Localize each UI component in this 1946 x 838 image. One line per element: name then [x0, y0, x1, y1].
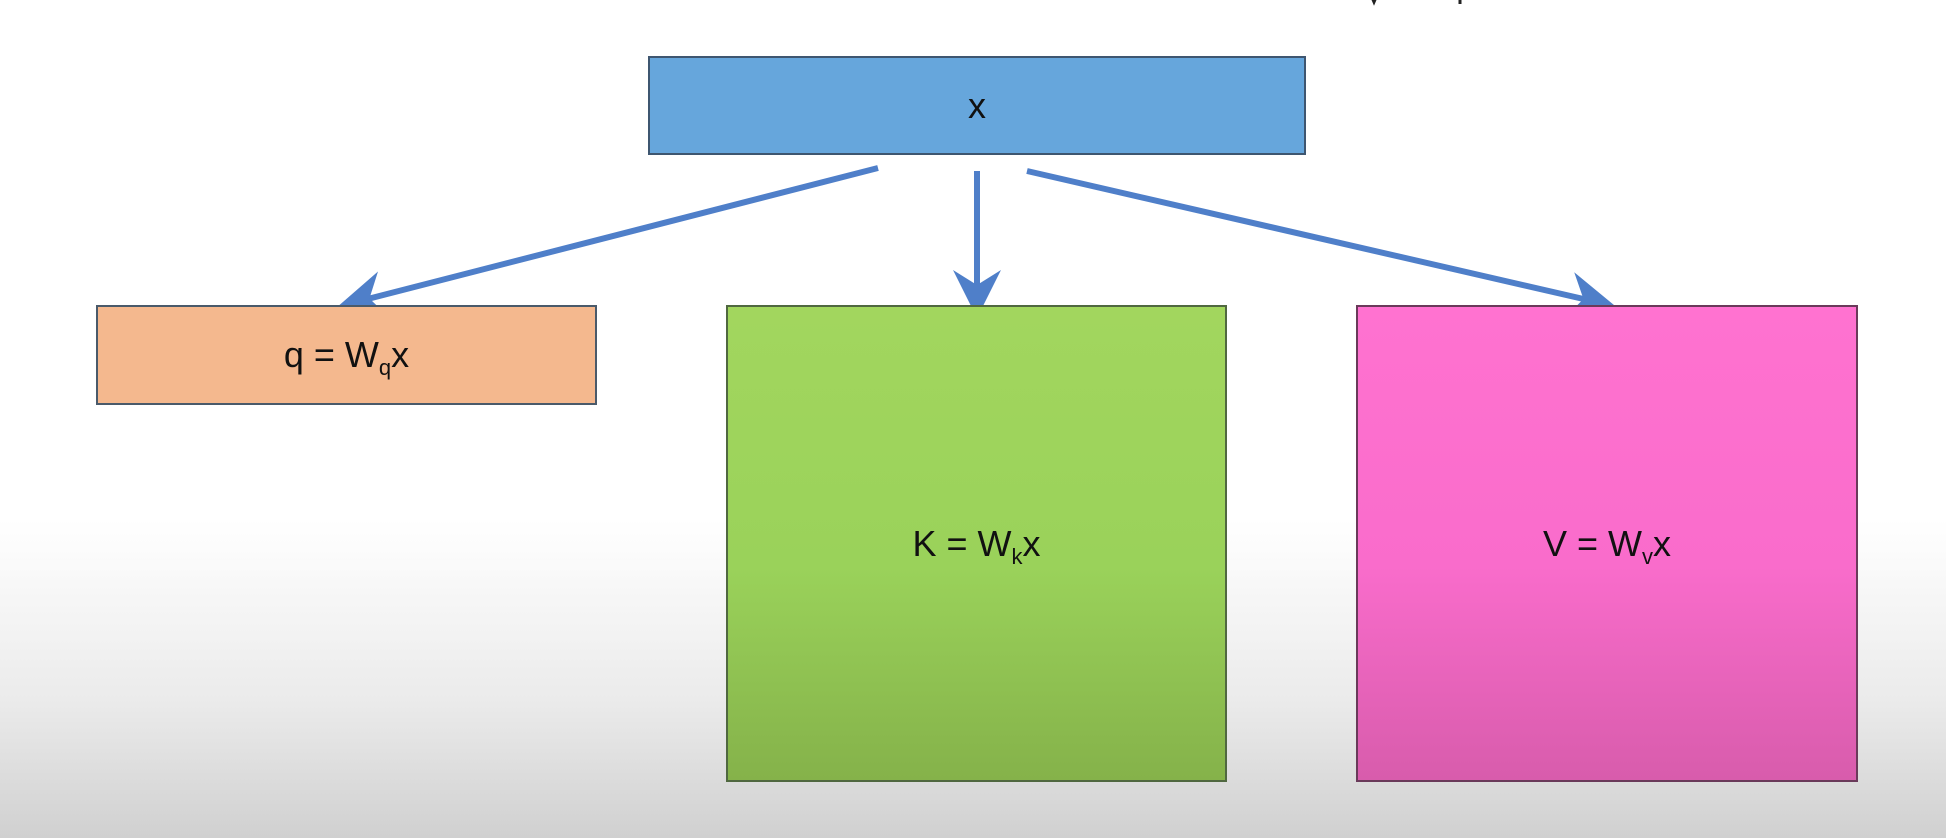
key-label: K = Wkx — [912, 522, 1041, 569]
input-x-box: x — [648, 56, 1306, 155]
key-box: K = Wkx — [726, 305, 1227, 782]
query-label: q = Wqx — [283, 334, 410, 380]
value-label: V = Wvx — [1542, 522, 1672, 569]
arrow-x-to-v — [1026, 168, 1616, 319]
query-box: q = Wqx — [96, 305, 597, 405]
value-box: V = Wvx — [1356, 305, 1858, 782]
input-x-label: x — [968, 84, 986, 126]
formula-fragment — [1371, 0, 1462, 6]
arrow-x-to-q — [337, 165, 879, 319]
